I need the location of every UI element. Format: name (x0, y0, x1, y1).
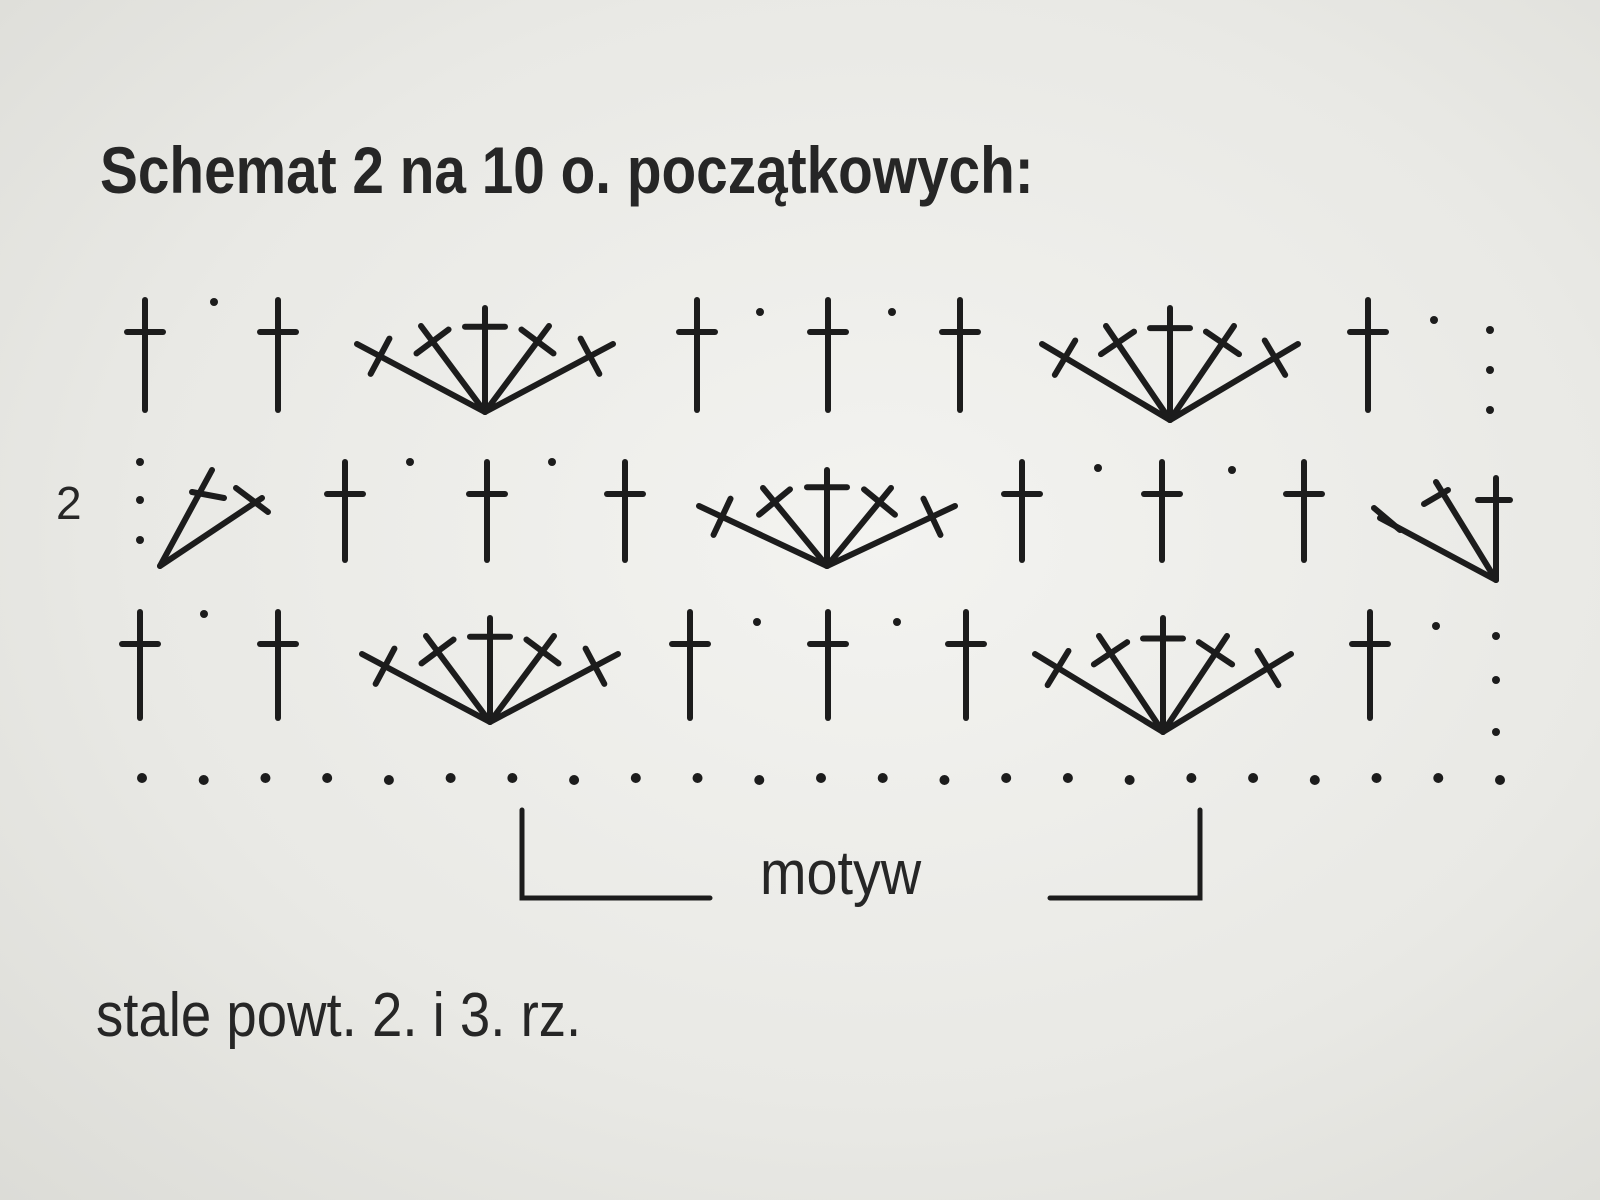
chain-stitch (1486, 366, 1494, 374)
shell-stitch-stem (354, 341, 488, 415)
repeat-note: stale powt. 2. i 3. rz. (96, 981, 582, 1050)
shell-stitch-crossbar (418, 636, 457, 667)
motif-bracket-right (1047, 807, 1203, 901)
foundation-chain-stitch (1371, 773, 1382, 783)
foundation-chain-stitch (322, 773, 333, 783)
foundation-chain-stitch (630, 773, 641, 783)
half-shell-crossbar (1371, 505, 1403, 533)
chain-stitch (753, 618, 761, 626)
foundation-chain-stitch (1433, 773, 1444, 783)
foundation-chain-stitch (816, 773, 826, 783)
shell-stitch-crossbar (372, 645, 398, 687)
foundation-chain-stitch (1124, 775, 1135, 785)
motif-label: motyw (760, 839, 922, 908)
shell-stitch-stem (359, 651, 493, 725)
foundation-chain-stitch (1186, 773, 1197, 783)
chain-stitch (1432, 622, 1440, 630)
chain-stitch (406, 458, 414, 466)
foundation-chain-stitch (507, 773, 518, 783)
foundation-chain-stitch (1495, 775, 1505, 785)
foundation-chain-stitch (383, 775, 394, 785)
foundation-chain-stitch (260, 773, 271, 783)
half-shell-stem (157, 495, 265, 569)
chain-stitch (136, 496, 144, 504)
shell-stitch-stem (1096, 633, 1166, 735)
foundation-chain-stitch (692, 773, 703, 783)
chain-stitch (548, 458, 556, 466)
motif-bracket (519, 807, 1203, 901)
motif-bracket-left (519, 807, 713, 901)
shell-stitch-crossbar (582, 645, 608, 687)
shell-stitch-stem (1167, 323, 1237, 423)
chain-stitch (1486, 406, 1494, 414)
foundation-chain-stitch (1309, 775, 1320, 785)
shell-stitch-crossbar (518, 326, 557, 357)
shell-stitch-crossbar (1254, 647, 1282, 689)
shell-stitch-stem (482, 323, 552, 415)
half-shell-stem (157, 467, 215, 569)
shell-stitch-crossbar (1090, 639, 1131, 668)
chain-stitch (893, 618, 901, 626)
foundation-chain-stitch (939, 775, 950, 785)
shell-stitch-stem (487, 633, 557, 725)
shell-stitch-stem (487, 651, 621, 725)
shell-stitch-crossbar (1044, 647, 1072, 689)
foundation-chain-stitch (198, 775, 209, 785)
foundation-chain-stitch (445, 773, 456, 783)
foundation-chain-stitch (1248, 773, 1259, 783)
shell-stitch-stem (1167, 341, 1301, 423)
shell-stitch-crossbar (920, 495, 944, 538)
chain-stitch (1492, 676, 1500, 684)
half-shell-crossbar (233, 485, 271, 515)
shell-stitch-stem (1160, 633, 1230, 735)
foundation-chain-stitch (1001, 773, 1012, 783)
shell-stitch-stem (1103, 323, 1173, 423)
chain-stitch (1492, 632, 1500, 640)
shell-stitch-crossbar (367, 335, 393, 377)
foundation-chain-stitch (1062, 773, 1073, 783)
foundation-chain-stitch (754, 775, 765, 785)
chain-stitch (1492, 728, 1500, 736)
row-number-label: 2 (56, 477, 82, 529)
foundation-chain-stitch (877, 773, 888, 783)
shell-stitch-stem (482, 341, 616, 415)
chain-stitch (1228, 466, 1236, 474)
shell-stitch-crossbar (1051, 337, 1079, 378)
chain-stitch (136, 458, 144, 466)
chain-stitch (888, 308, 896, 316)
chain-stitch (200, 610, 208, 618)
shell-stitch-crossbar (1195, 639, 1236, 668)
shell-stitch-crossbar (756, 486, 793, 518)
shell-stitch-crossbar (413, 326, 452, 357)
chain-stitch (1486, 326, 1494, 334)
shell-stitch-crossbar (1261, 337, 1289, 378)
shell-stitch-stem (1160, 651, 1294, 735)
chain-stitch (1094, 464, 1102, 472)
shell-stitch-stem (1032, 651, 1166, 735)
shell-stitch-stem (1039, 341, 1173, 423)
foundation-chain-stitch (137, 773, 147, 783)
half-shell-crossbar (1421, 487, 1451, 507)
half-shell-stem (1433, 479, 1499, 583)
pattern-heading: Schemat 2 na 10 o. początkowych: (100, 133, 1034, 207)
shell-stitch-crossbar (577, 335, 603, 377)
shell-stitch-crossbar (1202, 328, 1243, 358)
chain-stitch (756, 308, 764, 316)
chain-stitch (136, 536, 144, 544)
shell-stitch-crossbar (710, 495, 734, 538)
shell-stitch-crossbar (861, 486, 898, 518)
shell-stitch-stem (418, 323, 488, 415)
chain-stitch (1430, 316, 1438, 324)
chain-stitch (210, 298, 218, 306)
half-shell-crossbar (189, 489, 227, 501)
shell-stitch-crossbar (523, 636, 562, 667)
shell-stitch-crossbar (1097, 328, 1138, 358)
foundation-chain-stitch (569, 775, 580, 785)
shell-stitch-stem (423, 633, 493, 725)
